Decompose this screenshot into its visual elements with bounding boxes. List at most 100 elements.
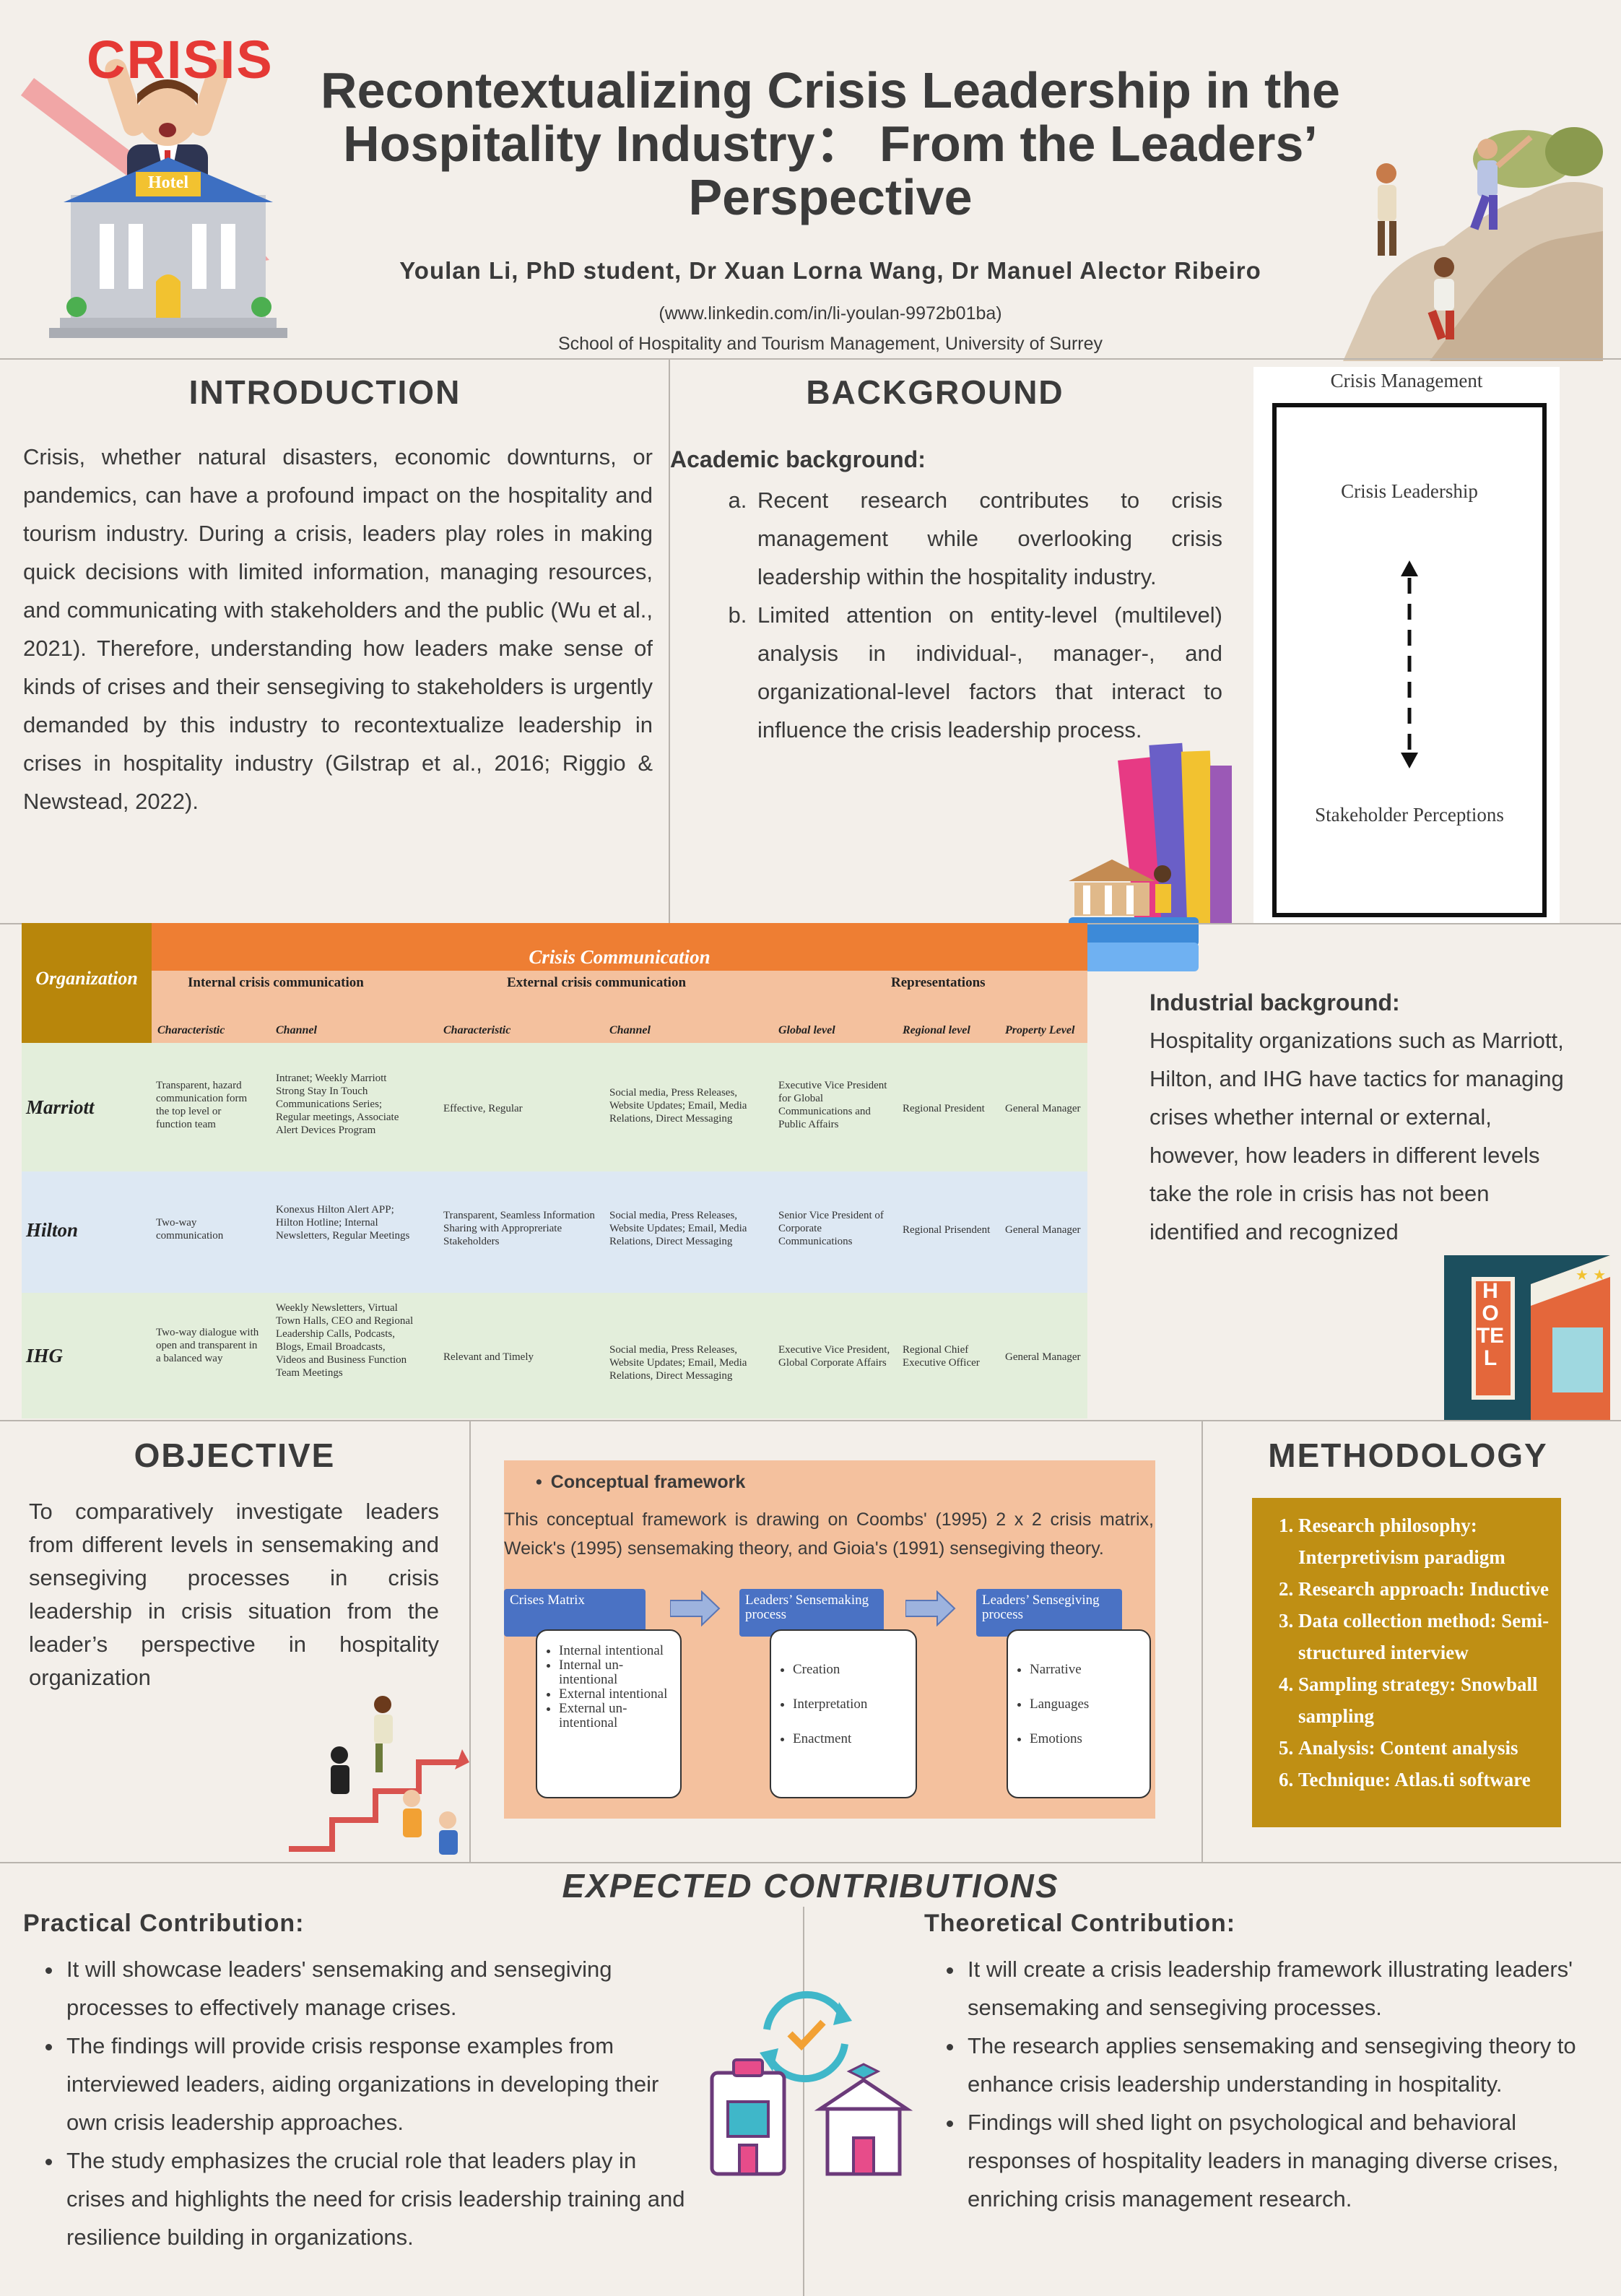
column-header: Property Level [1005,1024,1075,1036]
column-header: Characteristic [157,1024,225,1036]
list-item: Languages [1030,1687,1150,1722]
list-item: It will showcase leaders' sensemaking an… [64,1950,693,2027]
list-item: The research applies sensemaking and sen… [965,2027,1594,2103]
group-header: Internal crisis communication [188,975,364,990]
crisis-management-figure: Crisis Management Crisis Leadership Stak… [1253,367,1560,924]
theoretical-contribution-label: Theoretical Contribution: [924,1910,1236,1937]
list-item: The findings will provide crisis respons… [64,2027,693,2141]
hotel-sign-label: Hotel [148,173,188,192]
contributions-divider [803,1907,804,2296]
table-row: Marriott Transparent, hazard communicati… [22,1043,1087,1171]
table-cell: Two-way dialogue with open and transpare… [156,1327,259,1364]
right-arrow-icon [670,1590,721,1626]
contributions-heading: EXPECTED CONTRIBUTIONS [562,1867,1059,1905]
introduction-text: Crisis, whether natural disasters, econo… [23,444,653,814]
list-item: Sampling strategy: Snowball sampling [1298,1668,1554,1732]
list-item: Data collection method: Semi-structured … [1298,1605,1554,1668]
list-item: Internal intentional [559,1644,680,1658]
introduction-heading: INTRODUCTION [188,373,461,411]
list-item: Findings will shed light on psychologica… [965,2103,1594,2218]
table-cell: Relevant and Timely [443,1351,534,1363]
title-line: Perspective [688,169,973,225]
bullet-icon: • [536,1472,542,1492]
framework-label-text: Conceptual framework [550,1472,746,1492]
academic-background-label: Academic background: [670,446,926,472]
box-title: Leaders’ Sensegiving process [982,1593,1100,1622]
table-row: Hilton Two-way communication Konexus Hil… [22,1171,1087,1293]
table-cell: Social media, Press Releases, Website Up… [609,1210,747,1247]
figure-frame: Crisis Leadership Stakeholder Perception… [1272,403,1547,917]
crisis-communication-table: Organization Crisis Communication Intern… [22,923,1087,1418]
list-item: The study emphasizes the crucial role th… [64,2141,693,2256]
sensegiving-items: Narrative Languages Emotions [1007,1629,1151,1798]
sensegiving-box: Leaders’ Sensegiving process [976,1589,1122,1637]
column-header: Regional level [903,1024,970,1036]
table-cell: Transparent, hazard communication form t… [156,1080,248,1130]
column-header: Characteristic [443,1024,511,1036]
methodology-heading: METHODOLOGY [1268,1437,1548,1474]
list-item: Internal un-intentional [559,1658,680,1687]
box-title: Crises Matrix [510,1593,585,1608]
practical-contribution-label: Practical Contribution: [23,1910,305,1937]
industrial-background-label: Industrial background: [1150,989,1400,1015]
crisis-word: CRISIS [87,30,274,90]
list-item: Research approach: Inductive [1298,1573,1554,1605]
column-header: Channel [609,1024,651,1036]
table-subheader-row: Internal crisis communication External c… [152,971,1087,1043]
section-divider [0,1862,1621,1863]
main-header-text: Crisis Communication [529,946,710,968]
table-row: IHG Two-way dialogue with open and trans… [22,1293,1087,1418]
sensemaking-box: Leaders’ Sensemaking process [739,1589,884,1637]
list-item: Narrative [1030,1652,1150,1687]
objective-text: To comparatively investigate leaders fro… [29,1499,439,1690]
conceptual-framework-panel: • Conceptual framework This conceptual fr… [504,1460,1155,1819]
table-cell: Executive Vice President, Global Corpora… [778,1344,890,1369]
framework-text: This conceptual framework is drawing on … [504,1509,1154,1559]
list-item: External intentional [559,1687,680,1702]
table-cell: Intranet; Weekly Marriott Strong Stay In… [276,1073,399,1136]
crises-matrix-items: Internal intentional Internal un-intenti… [536,1629,682,1798]
hotel-sign-text: HOTEL [1476,1279,1505,1370]
header-divider [0,358,1621,360]
list-item: Recent research contributes to crisis ma… [753,481,1222,596]
figure-title: Crisis Management [1330,370,1483,391]
table-cell: Weekly Newsletters, Virtual Town Halls, … [276,1302,414,1379]
bidirectional-dashed-arrow [1401,560,1418,768]
org-column-header: Organization [35,968,138,989]
teamwork-stairs-illustration [282,1683,469,1863]
affiliation: School of Hospitality and Tourism Manage… [557,334,1103,354]
climbers-illustration [1343,123,1603,361]
title-line: Recontextualizing Crisis Leadership in t… [321,62,1340,118]
methodology-panel: Research philosophy: Interpretivism para… [1252,1498,1561,1827]
svg-text:★ ★ ★: ★ ★ ★ [1576,1266,1610,1283]
crisis-illustration [20,29,323,347]
table-cell: Social media, Press Releases, Website Up… [609,1344,747,1382]
background-heading: BACKGROUND [806,373,1064,411]
title-line: Hospitality Industry： From the Leaders’ [343,116,1318,172]
theoretical-contribution-list: It will create a crisis leadership frame… [901,1950,1594,2218]
authors: Youlan Li, PhD student, Dr Xuan Lorna Wa… [399,257,1261,284]
table-cell: Two-way communication [156,1217,224,1242]
table-cell: Social media, Press Releases, Website Up… [609,1087,747,1125]
crises-matrix-box: Crises Matrix [504,1589,646,1637]
table-cell: Regional Prisendent [903,1224,991,1236]
table-cell: General Manager [1005,1351,1081,1363]
box-title: Leaders’ Sensemaking process [745,1593,869,1622]
framework-divider [1201,1421,1203,1862]
practical-contribution-list: It will showcase leaders' sensemaking an… [0,1950,693,2256]
right-arrow-icon [905,1590,956,1626]
crisis-leadership-label: Crisis Leadership [1341,480,1478,502]
group-header: External crisis communication [507,975,687,990]
list-item: Interpretation [793,1687,916,1722]
hotel-sign-illustration: ★ ★ ★ [1444,1255,1621,1420]
intro-divider [669,360,670,923]
table-org-header-cell: Organization [22,923,152,1043]
academic-background-list: Recent research contributes to crisis ma… [670,481,1222,749]
list-item: Analysis: Content analysis [1298,1732,1554,1764]
table-cell: Regional President [903,1103,985,1114]
books-illustration [1040,729,1256,982]
linkedin-link[interactable]: (www.linkedin.com/in/li-youlan-9972b01ba… [659,303,1002,324]
org-name: Hilton [26,1219,79,1241]
section-divider [0,1420,1621,1421]
table-cell: Senior Vice President of Corporate Commu… [778,1210,884,1247]
